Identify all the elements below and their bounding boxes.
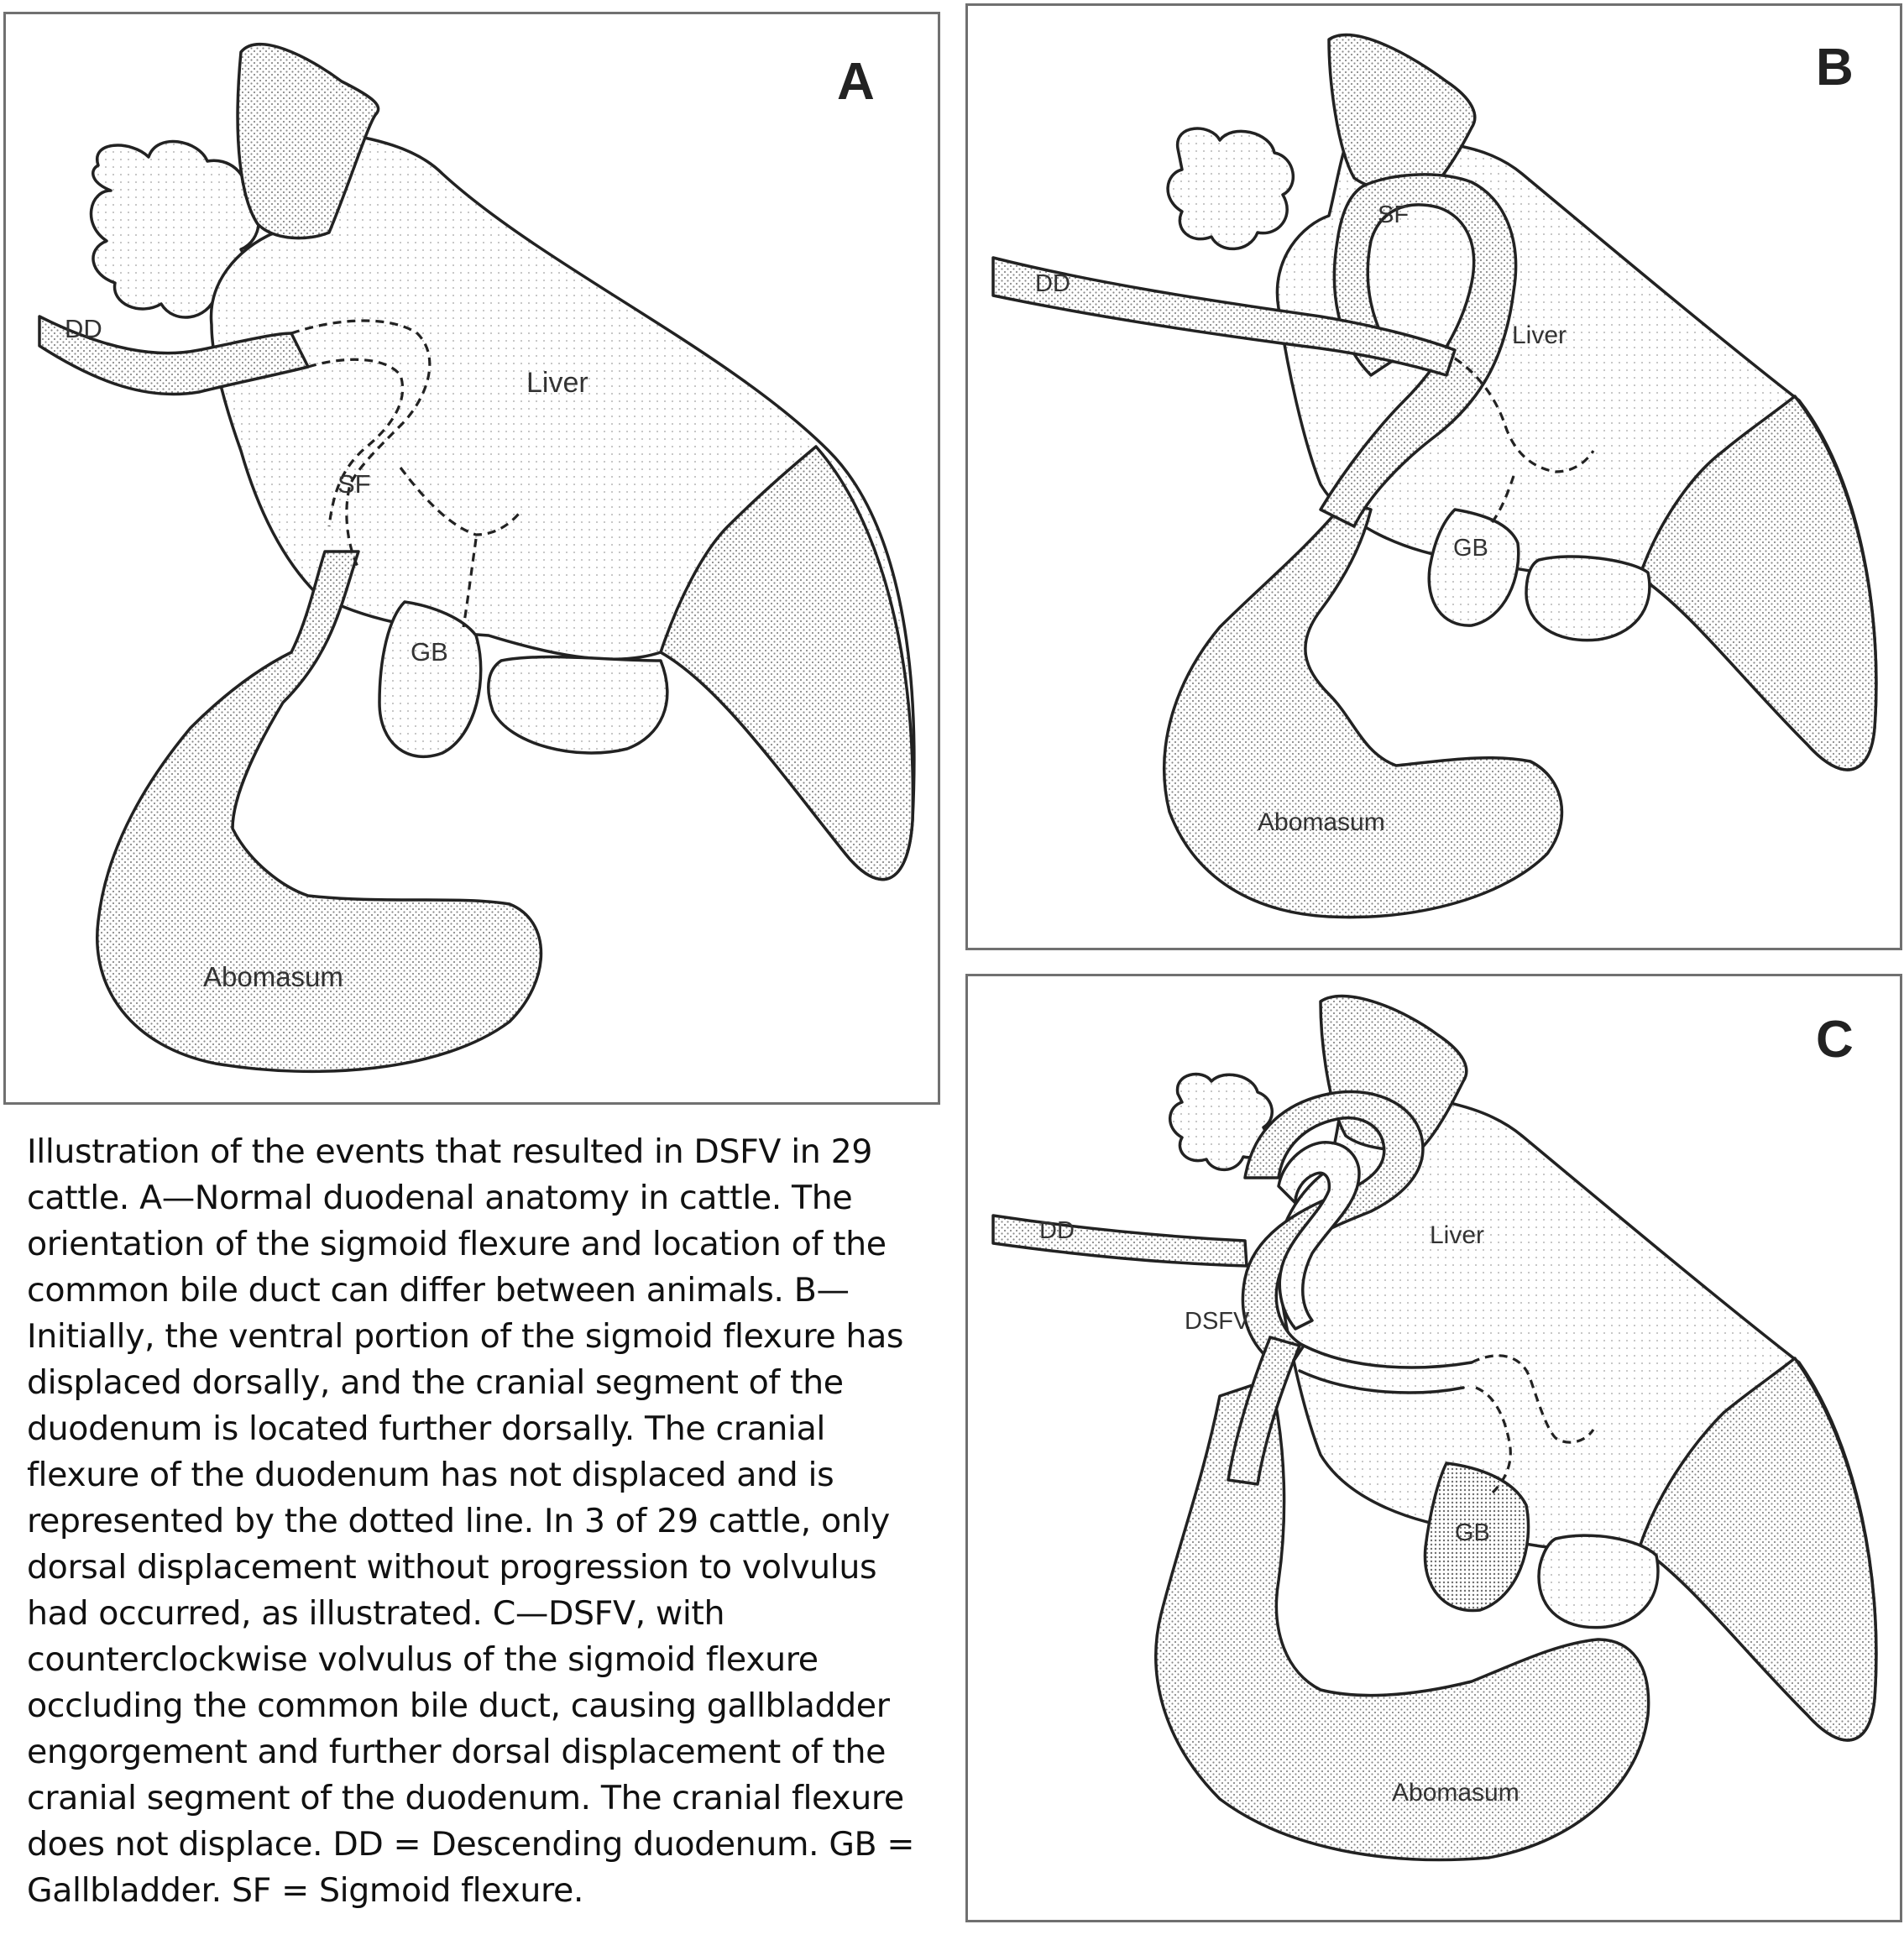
gallbladder-shape [1423,1462,1530,1613]
dd-label: DD [1039,1217,1075,1244]
caudate-lobe-shape [1327,34,1477,194]
volvulus-outer-loop [1241,1090,1425,1373]
cranial-flexure-path [399,467,524,628]
pancreas-shape [1166,127,1295,251]
liver-label: Liver [1430,1221,1484,1249]
panel-a-illustration: Liver DD SF GB Abomasum [38,43,916,1074]
liver-label: Liver [526,367,588,399]
panel-c-letter: C [1816,1011,1854,1069]
panel-c: Liver DD DSFV GB Abomasum C [965,974,1902,1922]
panel-b-letter: B [1816,39,1854,97]
gallbladder-shape [378,600,483,758]
dd-label: DD [65,314,102,343]
abomasum-label: Abomasum [1392,1779,1520,1807]
cranial-flexure-path [1471,1354,1595,1494]
sigmoid-flexure-path [290,319,432,569]
sigmoid-flexure-inner-path [307,358,405,527]
descending-duodenum-shape [991,1214,1248,1268]
volvulus-inner-loop [1277,1141,1361,1331]
caudate-lobe-shape [236,43,380,240]
panel-c-illustration: Liver DD DSFV GB Abomasum [991,994,1878,1862]
gb-label: GB [1455,1519,1490,1546]
right-lobe-shape [1638,1357,1878,1742]
right-lobe-shape [659,445,915,881]
abomasum-label: Abomasum [203,961,343,992]
lower-lobe-shape [487,655,669,755]
gb-label: GB [411,637,448,667]
dd-label: DD [1035,270,1070,297]
panel-a-letter: A [837,53,875,111]
abomasum-label: Abomasum [1258,808,1385,836]
sf-label: SF [1378,201,1409,228]
abomasum-shape [1163,499,1564,919]
panel-b-illustration: Liver DD SF GB Abomasum [991,34,1878,919]
sf-label: SF [337,469,371,499]
descending-duodenum-shape [38,315,310,396]
lower-lobe-shape [1537,1534,1660,1629]
duodenum-twist-segment [1227,1336,1301,1486]
panel-a: Liver DD SF GB Abomasum A [3,12,940,1105]
cranial-flexure-path [1454,357,1595,528]
abomasum-shape [96,550,543,1074]
dsfv-label: DSFV [1185,1308,1250,1335]
cranial-segment-lines [1298,1344,1473,1394]
gallbladder-shape [1427,508,1520,627]
right-lobe-shape [1638,395,1878,771]
lower-lobe-shape [1525,555,1651,642]
descending-duodenum-shape [991,256,1457,377]
gb-label: GB [1453,535,1488,562]
abomasum-shape [1154,1378,1650,1862]
figure-caption: Illustration of the events that resulted… [27,1132,915,1910]
liver-label: Liver [1512,322,1567,349]
panel-b: Liver DD SF GB Abomasum B [965,3,1902,950]
